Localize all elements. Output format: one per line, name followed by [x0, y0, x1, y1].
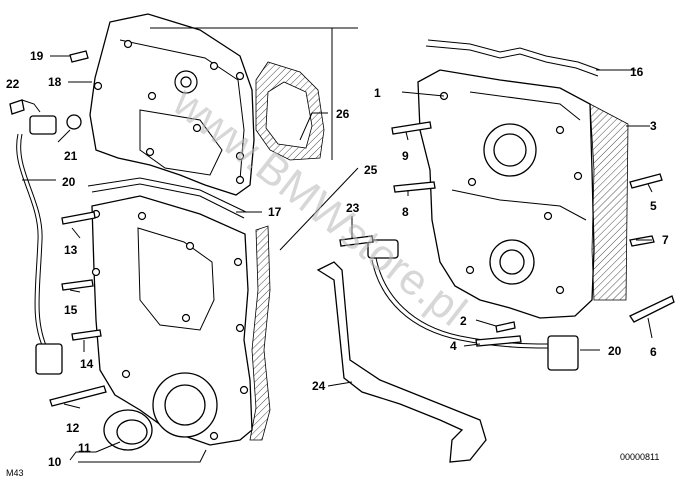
callout-17: 17	[268, 205, 282, 219]
sensor-cable-left	[16, 114, 82, 375]
callout-4: 4	[450, 339, 457, 353]
callout-20: 20	[608, 344, 622, 358]
callout-14: 14	[80, 357, 94, 371]
upper-cover-gasket	[255, 61, 325, 161]
bracket	[316, 261, 487, 463]
callout-10: 10	[48, 455, 62, 469]
callout-23-left: 22	[6, 77, 20, 91]
callout-3: 3	[650, 119, 657, 133]
callout-7: 7	[662, 233, 669, 247]
callout-22: 21	[64, 149, 78, 163]
gasket-strip	[87, 177, 247, 219]
model-code: M43	[6, 468, 24, 478]
sensor-cable-right	[367, 239, 579, 371]
callout-19: 19	[30, 49, 44, 63]
callout-8: 8	[402, 205, 409, 219]
callout-6: 6	[650, 345, 657, 359]
callout-16: 16	[630, 65, 644, 79]
lower-timing-cover	[91, 195, 253, 446]
top-gasket	[425, 39, 601, 77]
callout-11: 11	[78, 441, 91, 455]
callout-26: 26	[336, 107, 350, 121]
upper-timing-cover	[89, 13, 255, 196]
callout-5: 5	[650, 199, 657, 213]
callout-2: 2	[460, 314, 467, 328]
timing-case	[417, 69, 629, 319]
callouts: 19 18 22 21 20 13 15 14 12 11 10 26 25 1…	[6, 49, 669, 478]
callout-1: 1	[374, 86, 381, 100]
callout-25: 25	[364, 163, 378, 177]
callout-21: 20	[62, 175, 76, 189]
callout-12: 12	[66, 421, 80, 435]
lower-cover-gasket	[249, 225, 271, 441]
shaft-seal	[103, 409, 153, 451]
callout-23-mid: 23	[346, 201, 360, 215]
callout-15: 15	[64, 303, 78, 317]
callout-18: 18	[48, 75, 62, 89]
leader-lines	[21, 27, 653, 463]
callout-9: 9	[402, 149, 409, 163]
callout-24: 24	[312, 379, 326, 393]
image-number: 00000811	[620, 452, 659, 462]
callout-13: 13	[64, 243, 78, 257]
